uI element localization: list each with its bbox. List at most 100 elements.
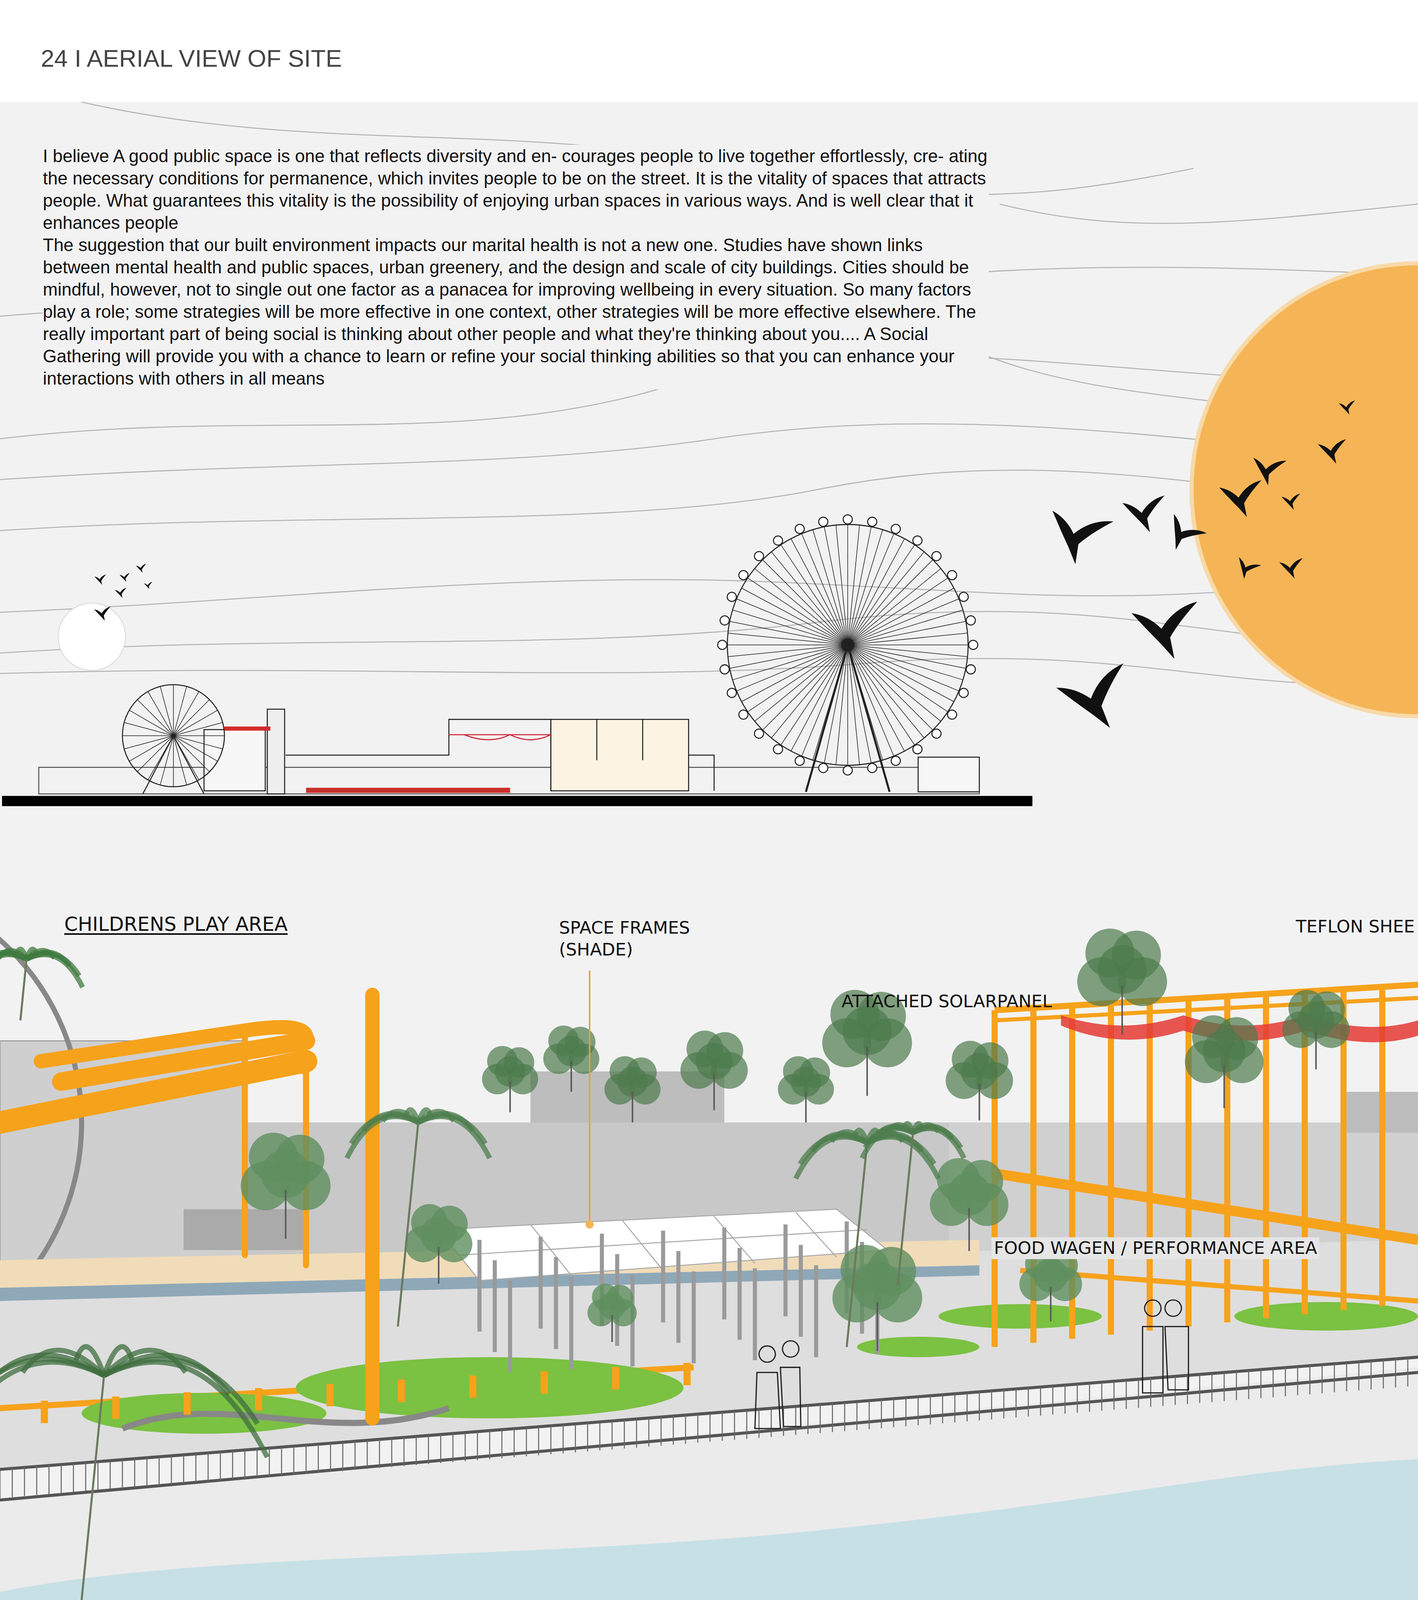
small-ferris-wheel-part: [147, 691, 174, 736]
big-ferris-wheel-part: [791, 538, 848, 645]
boardwalk-railing-part: [305, 1444, 307, 1474]
boardwalk-railing-part: [11, 1468, 13, 1497]
site-elevation-part: [448, 734, 551, 740]
big-ferris-wheel-part: [741, 588, 849, 645]
birds-part: [1317, 438, 1347, 464]
shade-posts-part: [492, 1259, 497, 1352]
orange-frame-structure: [994, 984, 1418, 1347]
wind-lines-part: [999, 204, 1418, 224]
small-ferris-wheel-part: [160, 686, 174, 736]
trees-part: [1223, 1065, 1226, 1108]
big-ferris-wheel-part: [867, 516, 877, 527]
boardwalk-railing-part: [60, 1464, 62, 1493]
boardwalk-railing-part: [917, 1396, 919, 1425]
boardwalk-railing-part: [758, 1408, 760, 1438]
orange-frame-structure-part: [1107, 1003, 1115, 1335]
trees-part: [503, 1046, 535, 1078]
big-ferris-wheel-part: [968, 640, 978, 650]
ground-panel: [0, 101, 1418, 1600]
boardwalk-railing-part: [540, 1370, 549, 1394]
trees-part: [799, 1057, 831, 1088]
boardwalk-railing-part: [660, 1416, 662, 1446]
boardwalk-railing-part: [329, 1442, 332, 1472]
big-ferris-wheel-part: [847, 644, 849, 766]
site-elevation-part: [204, 729, 266, 791]
big-ferris-wheel-part: [801, 644, 848, 756]
boardwalk-railing-part: [611, 1366, 620, 1390]
small-ferris-wheel-part: [122, 735, 174, 737]
trees-part: [1308, 991, 1346, 1028]
birds-part: [1279, 557, 1303, 579]
shade-posts-part: [753, 1268, 758, 1360]
birds: [94, 400, 1356, 736]
statement-block: I believe A good public space is one tha…: [42, 144, 989, 390]
orange-slides-part: [253, 1068, 306, 1074]
boardwalk-railing-part: [1285, 1367, 1287, 1396]
big-ferris-wheel-part: [947, 570, 957, 580]
boardwalk-railing-part: [112, 1396, 120, 1419]
leader-line: [588, 970, 591, 1220]
big-ferris-wheel-part: [771, 644, 848, 738]
small-ferris-wheel-part: [124, 735, 174, 750]
big-ferris-wheel-part: [931, 551, 942, 561]
big-ferris-wheel-part: [754, 551, 764, 561]
boardwalk-railing-part: [440, 1434, 442, 1463]
trees-part: [876, 1301, 879, 1351]
boardwalk-railing-part: [734, 1410, 736, 1440]
big-ferris-wheel-part: [812, 529, 848, 645]
big-ferris-wheel-part: [736, 598, 848, 645]
boardwalk-railing-part: [685, 1414, 687, 1444]
site-elevation-part: [267, 709, 285, 794]
trees-part: [846, 1142, 868, 1347]
boardwalk-railing-part: [146, 1457, 148, 1486]
big-ferris-wheel-part: [780, 644, 848, 745]
small-ferris-wheel-part: [173, 686, 187, 736]
boardwalk-railing-part: [280, 1446, 283, 1476]
boardwalk-railing-part: [452, 1432, 454, 1462]
orange-frame-structure-part: [1262, 995, 1269, 1318]
trees-part: [867, 1136, 939, 1179]
big-ferris-wheel-part: [754, 568, 848, 645]
big-ferris-wheel-part: [754, 644, 848, 722]
boardwalk-railing-part: [36, 1466, 38, 1495]
big-ferris-wheel-part: [847, 644, 883, 760]
trees-part: [430, 1205, 468, 1243]
boardwalk-railing-part: [1407, 1357, 1409, 1387]
big-ferris-wheel-part: [947, 709, 957, 720]
birds-part: [1230, 553, 1262, 583]
boardwalk-railing-part: [1260, 1369, 1262, 1398]
small-ferris-wheel-part: [173, 709, 218, 736]
boardwalk-railing-part: [354, 1440, 356, 1470]
boardwalk-railing-part: [1370, 1360, 1372, 1390]
boardwalk-railing-part: [1382, 1359, 1385, 1389]
trees-part: [26, 954, 83, 988]
trees-part: [968, 1207, 971, 1251]
boardwalk-railing-part: [1076, 1383, 1079, 1413]
boardwalk-railing-part: [599, 1421, 601, 1451]
big-ferris-wheel-part: [738, 570, 749, 580]
orange-slides-part: [241, 1030, 248, 1255]
birds-part: [114, 587, 127, 598]
boardwalk-railing-part: [415, 1435, 417, 1465]
birds-part: [1247, 451, 1287, 488]
trees-part: [606, 1284, 634, 1312]
boardwalk-railing-part: [929, 1395, 931, 1425]
boardwalk-railing-part: [1333, 1363, 1336, 1393]
trees-part: [565, 1026, 596, 1058]
boardwalk-railing-part: [476, 1431, 479, 1461]
boardwalk-railing-part: [746, 1409, 748, 1439]
people-part: [1142, 1299, 1163, 1393]
boardwalk-railing-part: [697, 1413, 699, 1443]
birds-part: [94, 574, 106, 585]
big-ferris-wheel-part: [738, 709, 749, 720]
big-ferris-wheel-part: [931, 728, 942, 739]
boardwalk-railing-part: [954, 1393, 956, 1423]
trees-part: [75, 1346, 104, 1375]
boardwalk-railing-part: [1064, 1384, 1066, 1414]
big-ferris-wheel-part: [795, 755, 805, 766]
boardwalk-railing-part: [0, 1468, 1, 1498]
big-ferris-wheel-part: [847, 644, 969, 646]
boardwalk-railing-part: [48, 1464, 50, 1494]
big-ferris-wheel-part: [741, 644, 849, 702]
boardwalk-railing-part: [1174, 1375, 1176, 1405]
